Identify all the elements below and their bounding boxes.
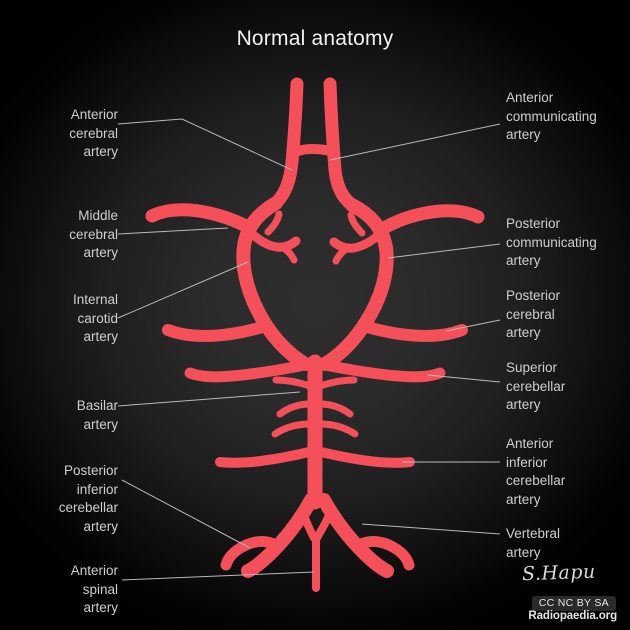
leader-anterior-spinal-artery <box>121 571 315 581</box>
label-anterior-inferior-cerebellar-artery: Anterior inferior cerebellar artery <box>506 436 566 507</box>
label-basilar-artery: Basilar artery <box>76 398 118 432</box>
leader-posterior-communicating-artery <box>387 243 501 259</box>
leader-vertebral-artery <box>361 523 501 535</box>
acom-vessel <box>291 144 339 157</box>
label-anterior-spinal-artery: Anterior spinal artery <box>70 563 118 615</box>
pontine-branch-right-3 <box>316 420 359 438</box>
label-middle-cerebral-artery: Middle cerebral artery <box>69 208 118 260</box>
mca-left-branch-a <box>241 223 301 252</box>
leader-pica <box>121 479 251 549</box>
label-superior-cerebellar-artery: Superior cerebellar artery <box>506 360 566 412</box>
mca-left-branch-c <box>278 242 298 264</box>
label-posterior-inferior-cerebellar-artery: Posterior inferior cerebellar artery <box>58 463 118 534</box>
pcom-ica-left-vessel <box>236 196 312 371</box>
aca-right-vessel <box>323 77 359 212</box>
pica-left-vessel <box>220 536 284 571</box>
pontine-branch-right-2 <box>316 400 354 418</box>
pontine-branch-left-2 <box>276 400 314 418</box>
aica-left-vessel <box>215 447 314 468</box>
mca-right-trunk <box>377 204 485 235</box>
pca-left-vessel <box>162 320 272 342</box>
aica-right-vessel <box>316 447 415 468</box>
pca-right-vessel <box>358 320 468 342</box>
leader-posterior-cerebral-artery <box>445 319 501 332</box>
leader-basilar-artery <box>117 391 301 407</box>
label-posterior-communicating-artery: Posterior communicating artery <box>506 216 597 268</box>
artery-vessels <box>145 77 485 592</box>
site-attribution: Radiopaedia.org <box>528 610 617 622</box>
mca-right-branch-a <box>329 225 389 253</box>
label-anterior-cerebral-artery: Anterior cerebral artery <box>69 107 118 159</box>
pcom-ica-right-vessel <box>318 198 394 371</box>
mca-right-branch-c <box>332 243 352 265</box>
pontine-branch-left-1 <box>272 376 314 390</box>
label-posterior-cerebral-artery: Posterior cerebral artery <box>506 288 561 340</box>
mca-right-branch-b <box>347 211 366 237</box>
leader-middle-cerebral-artery <box>117 227 229 235</box>
leader-internal-carotid-artery <box>117 261 249 319</box>
artist-signature: S.Hapu <box>521 560 597 586</box>
label-internal-carotid-artery: Internal carotid artery <box>72 292 118 344</box>
label-anterior-communicating-artery: Anterior communicating artery <box>506 90 597 142</box>
leader-superior-cerebellar-artery <box>427 374 501 383</box>
page-title: Normal anatomy <box>236 27 394 50</box>
pontine-branch-right-1 <box>316 376 358 390</box>
vertebral-artery-right <box>317 493 394 578</box>
leader-anterior-communicating-artery <box>329 123 501 161</box>
license-badge: CC NC BY SA <box>531 596 616 611</box>
mca-left-branch-b <box>264 210 283 236</box>
aca-left-vessel <box>269 77 304 210</box>
leader-anterior-cerebral-artery <box>117 118 293 171</box>
sca-left-vessel <box>184 360 306 383</box>
pontine-branch-left-3 <box>271 420 314 438</box>
label-vertebral-artery: Vertebral artery <box>506 526 561 560</box>
mca-left-trunk <box>145 203 253 233</box>
pica-right-vessel <box>351 536 415 571</box>
